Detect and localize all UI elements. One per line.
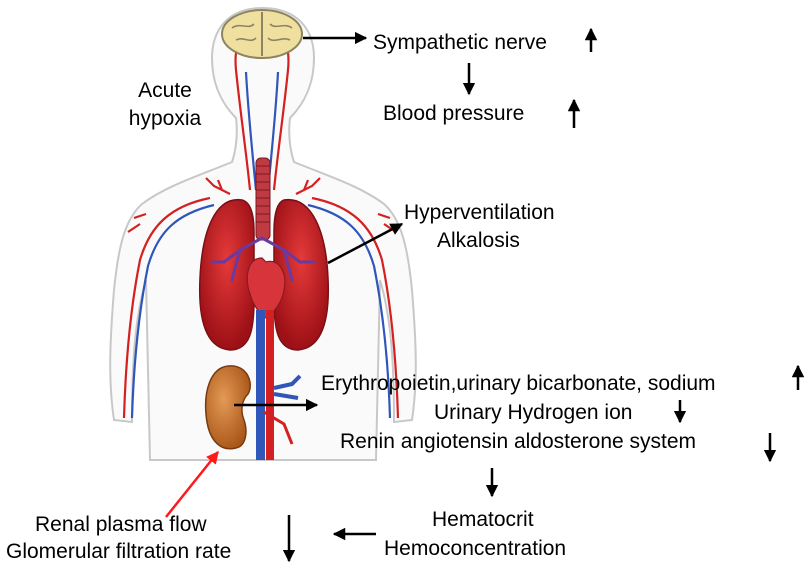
label-sympathetic-nerve: Sympathetic nerve: [373, 31, 547, 54]
label-gfr: Glomerular filtration rate: [6, 540, 231, 563]
label-hypoxia: hypoxia: [129, 107, 202, 130]
label-erythropoietin: Erythropoietin,urinary bicarbonate, sodi…: [321, 372, 716, 395]
arrow-lungs-to-hyperventilation: [327, 222, 404, 265]
label-acute: Acute: [138, 79, 192, 102]
label-hematocrit: Hematocrit: [432, 508, 534, 531]
label-renin: Renin angiotensin aldosterone system: [340, 430, 696, 453]
label-hemoconcentration: Hemoconcentration: [384, 537, 566, 560]
label-hyperventilation: Hyperventilation: [404, 201, 555, 224]
label-urinary-hydrogen: Urinary Hydrogen ion: [434, 401, 632, 424]
kidney: [204, 365, 251, 450]
arm-vessels: [122, 196, 400, 419]
label-blood-pressure: Blood pressure: [383, 102, 524, 125]
label-alkalosis: Alkalosis: [437, 229, 520, 252]
label-renal-plasma-flow: Renal plasma flow: [35, 513, 207, 536]
trachea: [255, 157, 271, 241]
abdominal-vessels: [256, 310, 302, 460]
lungs: [198, 199, 330, 351]
arrow-renal-to-kidney: [165, 451, 219, 518]
brain-illustration: [221, 9, 303, 59]
